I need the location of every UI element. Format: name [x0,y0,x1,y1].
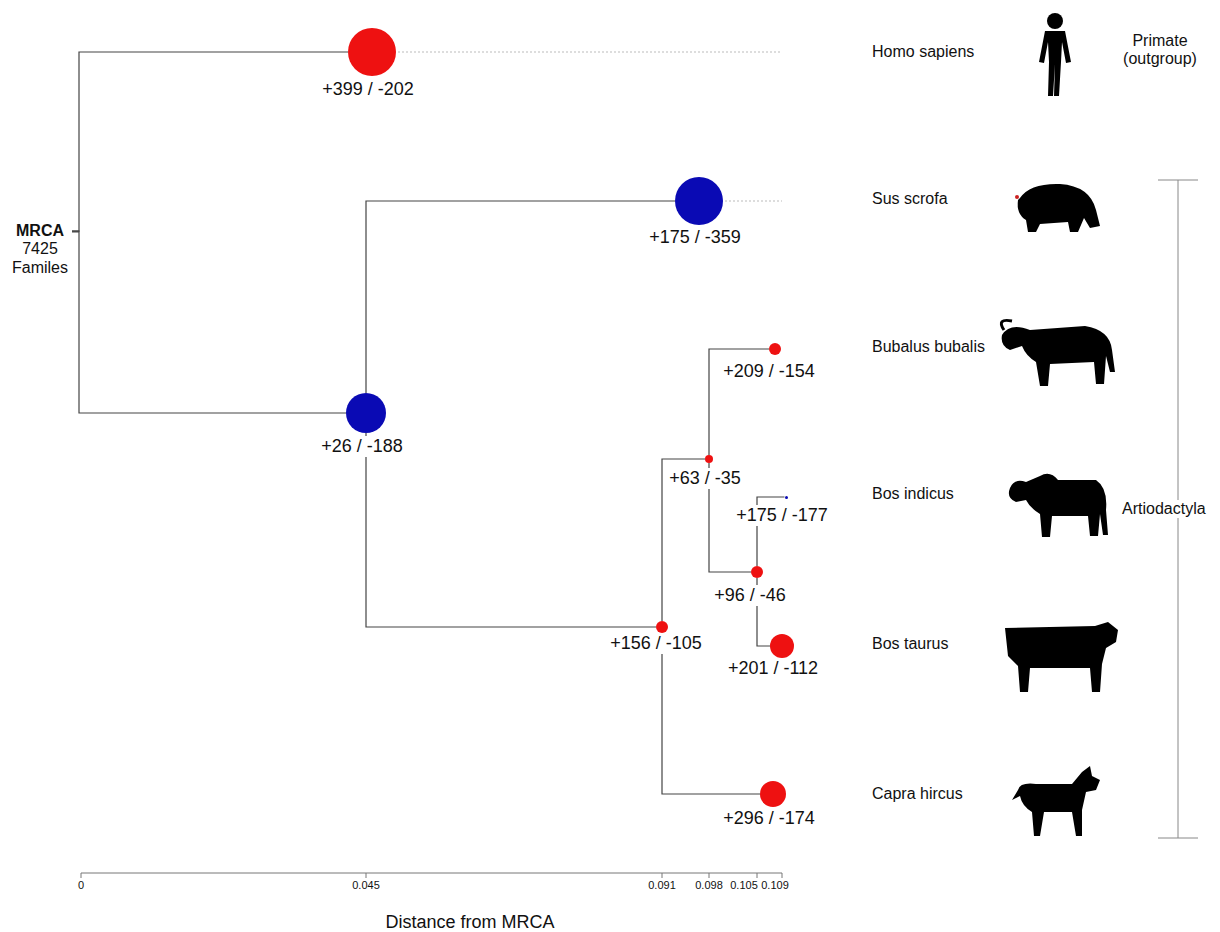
tree-node-circle: +201 / -112 [770,634,794,658]
tree-branch [757,497,785,566]
axis-title: Distance from MRCA [385,912,554,932]
pig-snout [1015,195,1019,199]
gain-loss-count: +175 / -177 [733,505,831,526]
gain-loss-count: +296 / -174 [720,808,818,829]
gain-loss-count: +399 / -202 [319,79,417,100]
node-circle-shape [348,28,396,76]
node-circle-shape [769,343,781,355]
node-circle [705,455,713,463]
species-name: Bubalus bubalis [872,338,985,356]
gain-loss-count: +175 / -359 [646,227,744,248]
group-name: Primate (outgroup) [1114,32,1206,69]
human-silhouette [1039,13,1071,96]
node-circle-shape [346,393,386,433]
axis-tick-label: 0 [78,879,84,892]
node-circle [760,781,786,807]
tree-branch [366,201,675,393]
node-circle [769,343,781,355]
species-name: Bos taurus [872,635,948,653]
gain-loss-count: +156 / -105 [607,633,705,654]
family-count: 7425 Familes [8,240,72,277]
tree-node-circle: +156 / -105 [656,621,668,633]
gain-loss-count: +209 / -154 [720,361,818,382]
gain-loss-count: +26 / -188 [318,436,406,457]
gain-loss-count: +96 / -46 [711,585,789,606]
clade-bracket [1158,180,1198,838]
tree-node-circle: +26 / -188 [346,393,386,433]
tree-node-circle: +296 / -174 [760,781,786,807]
gain-loss-count: +201 / -112 [725,658,821,679]
root-title: MRCA [8,222,72,240]
cow-silhouette [1005,622,1118,692]
dotted-extension [398,52,782,201]
group-name: Artiodactyla [1120,500,1208,518]
tree-branch [709,349,769,455]
zebu-silhouette [1009,474,1108,537]
pig-silhouette [1018,184,1100,232]
axis-tick-label: 0.045 [352,879,380,892]
node-circle [751,566,763,578]
species-name: Sus scrofa [872,190,948,208]
axis-tick-label: 0.091 [648,879,676,892]
node-circle-shape [760,781,786,807]
buffalo-silhouette [1001,320,1115,386]
tree-branch [662,459,705,621]
species-name: Capra hircus [872,785,963,803]
tree-branch [662,633,760,794]
tree-branch [709,463,751,572]
node-circle [656,621,668,633]
node-circle [346,393,386,433]
species-name: Homo sapiens [872,43,974,61]
tree-node-circle: +63 / -35 [705,455,713,463]
node-circle [785,496,788,499]
node-circle-shape [785,496,788,499]
node-circle-shape [656,621,668,633]
tree-node-circle: +399 / -202 [348,28,396,76]
tree-branch [757,578,770,646]
goat-silhouette [1012,766,1100,836]
axis [81,873,782,878]
tree-node-circle: +96 / -46 [751,566,763,578]
tree-branch [72,231,346,413]
tree-node-circle: +175 / -177 [785,496,788,499]
tree-node-circle: +209 / -154 [769,343,781,355]
node-circle [770,634,794,658]
gain-loss-count: +63 / -35 [666,468,744,489]
node-circle [675,177,723,225]
node-circle-shape [705,455,713,463]
axis-tick-label: 0.098 [695,879,723,892]
tree-branch [366,433,656,627]
axis-tick-label: 0.109 [761,879,789,892]
axis-tick-label: 0.105 [730,879,758,892]
node-circle-shape [770,634,794,658]
node-circle [348,28,396,76]
root-node: MRCA7425 Familes [8,222,72,277]
node-circle-shape [751,566,763,578]
node-circle-shape [675,177,723,225]
tree-branch [72,52,348,231]
species-name: Bos indicus [872,485,954,503]
tree-node-circle: +175 / -359 [675,177,723,225]
